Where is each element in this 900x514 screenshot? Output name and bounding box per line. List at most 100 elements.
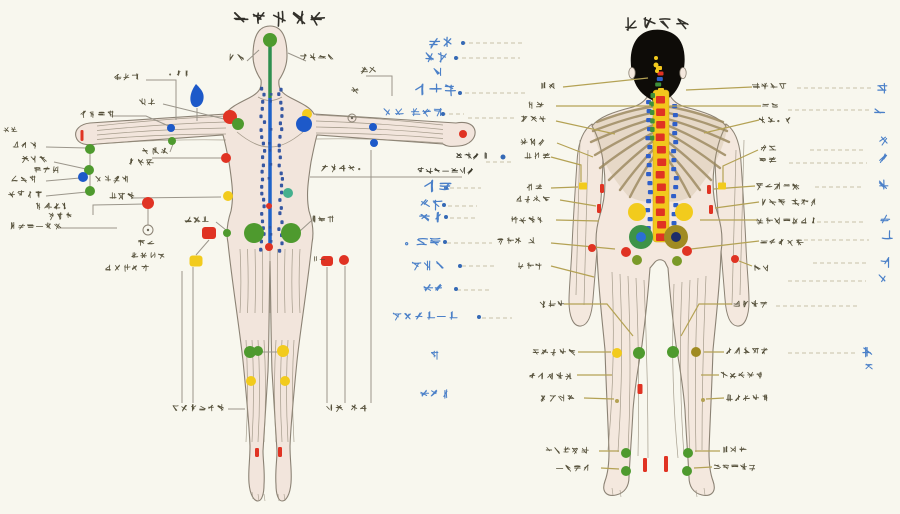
leader-line	[53, 161, 87, 170]
vertebra-mark	[277, 143, 281, 148]
vertebra-mark	[280, 107, 284, 111]
vertebra-mark	[280, 127, 284, 132]
fiber-line	[274, 339, 277, 443]
fiber-line	[277, 493, 280, 502]
point-marker	[168, 137, 176, 145]
vertebra-mark	[269, 240, 273, 243]
label-text	[351, 404, 367, 412]
fiber-line	[695, 489, 698, 498]
label-text	[529, 372, 572, 380]
leader-line	[130, 196, 222, 199]
spine-wing-blue	[646, 163, 652, 168]
point-marker	[246, 376, 256, 386]
vertebra-mark	[260, 177, 265, 182]
titles-layer	[233, 10, 689, 31]
label-text	[541, 82, 555, 89]
point-marker	[84, 165, 94, 175]
point-marker	[339, 255, 349, 265]
point-marker	[167, 124, 175, 132]
vertebra-mark	[279, 183, 284, 188]
spine-wing-blue	[671, 221, 677, 226]
fiber-line	[680, 281, 685, 457]
teardrop-marker	[190, 84, 204, 108]
spine-wing-blue	[671, 158, 677, 163]
label-text	[762, 198, 816, 207]
label-text	[424, 179, 452, 193]
vertebra-mark	[261, 141, 265, 146]
point-markers	[78, 33, 739, 476]
vertebra-mark	[260, 184, 264, 189]
label-text	[48, 212, 72, 221]
vertebra-mark	[277, 227, 281, 231]
leader-line	[287, 52, 307, 62]
vertebra-mark	[278, 155, 282, 160]
leader-line	[366, 75, 393, 96]
vertebra-mark	[280, 241, 284, 246]
leader-line	[685, 86, 753, 91]
point-marker	[461, 41, 465, 45]
leader-line	[162, 103, 225, 120]
point-marker	[221, 153, 231, 163]
dashed-leader-lines	[442, 42, 873, 354]
fiber-line	[96, 127, 227, 136]
label-text	[539, 300, 565, 308]
label-text	[726, 394, 768, 402]
label-text	[524, 152, 551, 160]
point-marker	[667, 346, 679, 358]
fiber-line	[583, 149, 589, 306]
spine-segment-green	[650, 127, 655, 132]
fiber-line	[251, 491, 254, 500]
spine-wing-blue	[645, 136, 651, 141]
spine-wing-blue	[671, 167, 677, 172]
vertebra-mark	[260, 219, 265, 224]
point-marker	[458, 91, 462, 95]
label-text	[497, 237, 535, 245]
leader-line	[299, 220, 312, 232]
fiber-line	[703, 487, 706, 496]
vertebra-mark	[279, 87, 283, 92]
fiber-line	[315, 126, 444, 135]
left-ear	[628, 67, 636, 79]
fiber-line	[315, 120, 444, 130]
label-text	[878, 274, 886, 283]
fiber-line	[607, 271, 614, 451]
fiber-line	[701, 275, 707, 451]
point-marker	[707, 185, 711, 194]
fiber-line	[283, 493, 286, 502]
label-text	[760, 144, 777, 152]
spine-segment-red	[656, 96, 665, 104]
label-text	[12, 141, 36, 149]
point-marker	[263, 33, 277, 47]
fiber-line	[263, 339, 266, 443]
vertebra-mark	[277, 92, 281, 96]
neck-segment	[658, 88, 664, 92]
spine-segment-red	[656, 183, 666, 191]
fiber-line	[611, 487, 614, 496]
label-text	[762, 103, 778, 108]
point-marker	[654, 56, 658, 60]
label-text	[879, 153, 888, 163]
point-marker	[265, 243, 273, 251]
spine-segment-green	[649, 135, 655, 141]
label-text	[184, 216, 209, 223]
vertebra-mark	[260, 86, 264, 91]
vertebra-mark	[277, 148, 281, 153]
back-title-glyphs	[625, 16, 689, 31]
point-marker	[85, 144, 95, 154]
vertebra-mark	[260, 191, 264, 196]
label-text	[545, 446, 589, 455]
label-text	[540, 394, 575, 402]
label-text	[34, 166, 59, 174]
point-marker	[255, 448, 259, 457]
vertebra-mark	[263, 149, 267, 153]
spine-segment-red	[657, 158, 667, 166]
vertebra-mark	[260, 135, 264, 139]
leader-line	[562, 77, 649, 88]
fiber-line	[298, 248, 301, 314]
label-text	[139, 98, 155, 106]
label-text	[229, 53, 244, 61]
point-marker	[675, 203, 693, 221]
point-marker	[443, 240, 447, 244]
leader-line	[45, 191, 88, 197]
